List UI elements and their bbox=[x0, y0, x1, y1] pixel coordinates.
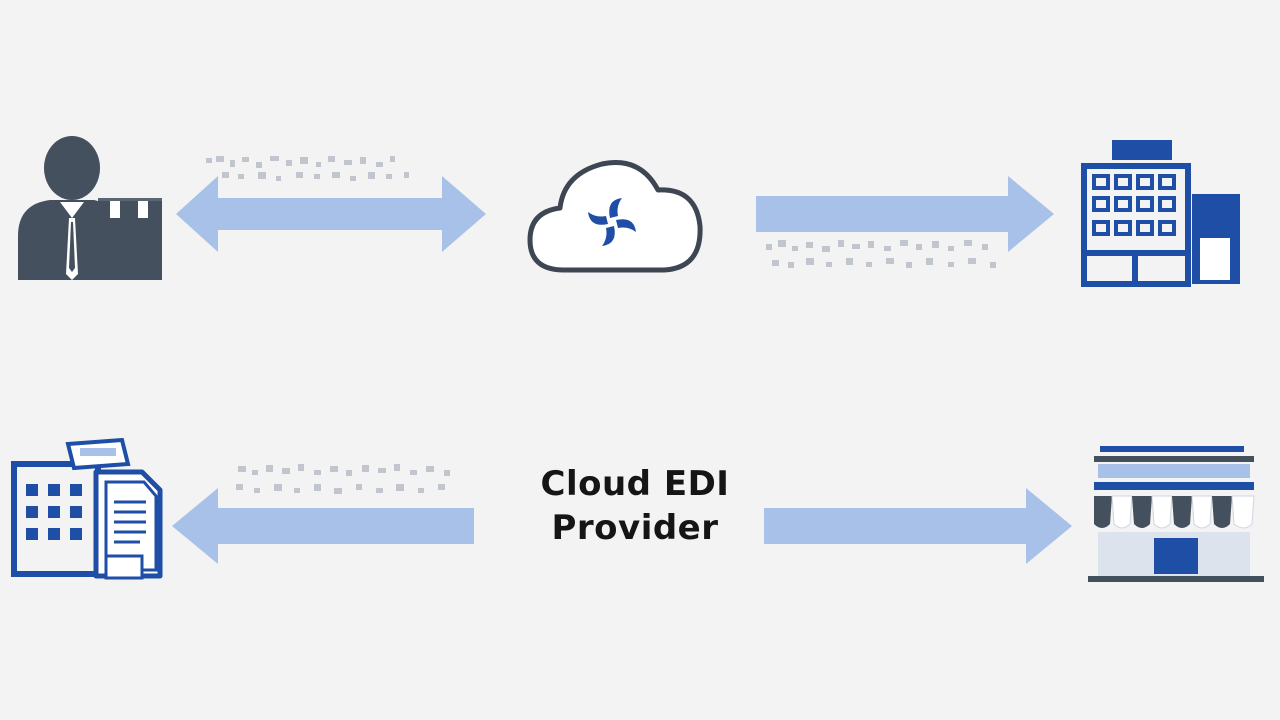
provider-label-line1: Cloud EDI bbox=[540, 464, 730, 504]
provider-label-line2: Provider bbox=[551, 508, 719, 548]
data-glyphs-top-right bbox=[766, 240, 996, 268]
double-arrow-top bbox=[176, 176, 486, 252]
data-glyphs-top-left bbox=[206, 156, 409, 181]
retail-store-icon bbox=[1088, 446, 1264, 582]
building-with-documents-icon bbox=[11, 438, 163, 580]
data-glyphs-bottom-left bbox=[236, 464, 450, 494]
office-building-icon bbox=[1081, 140, 1240, 287]
provider-label: Cloud EDI Provider bbox=[490, 462, 780, 550]
arrow-bottom-left bbox=[172, 488, 474, 564]
cloud-edi-icon bbox=[527, 160, 703, 273]
arrow-top-right bbox=[756, 176, 1054, 252]
businessperson-with-box-icon bbox=[18, 136, 162, 280]
arrow-bottom-right bbox=[764, 488, 1072, 564]
